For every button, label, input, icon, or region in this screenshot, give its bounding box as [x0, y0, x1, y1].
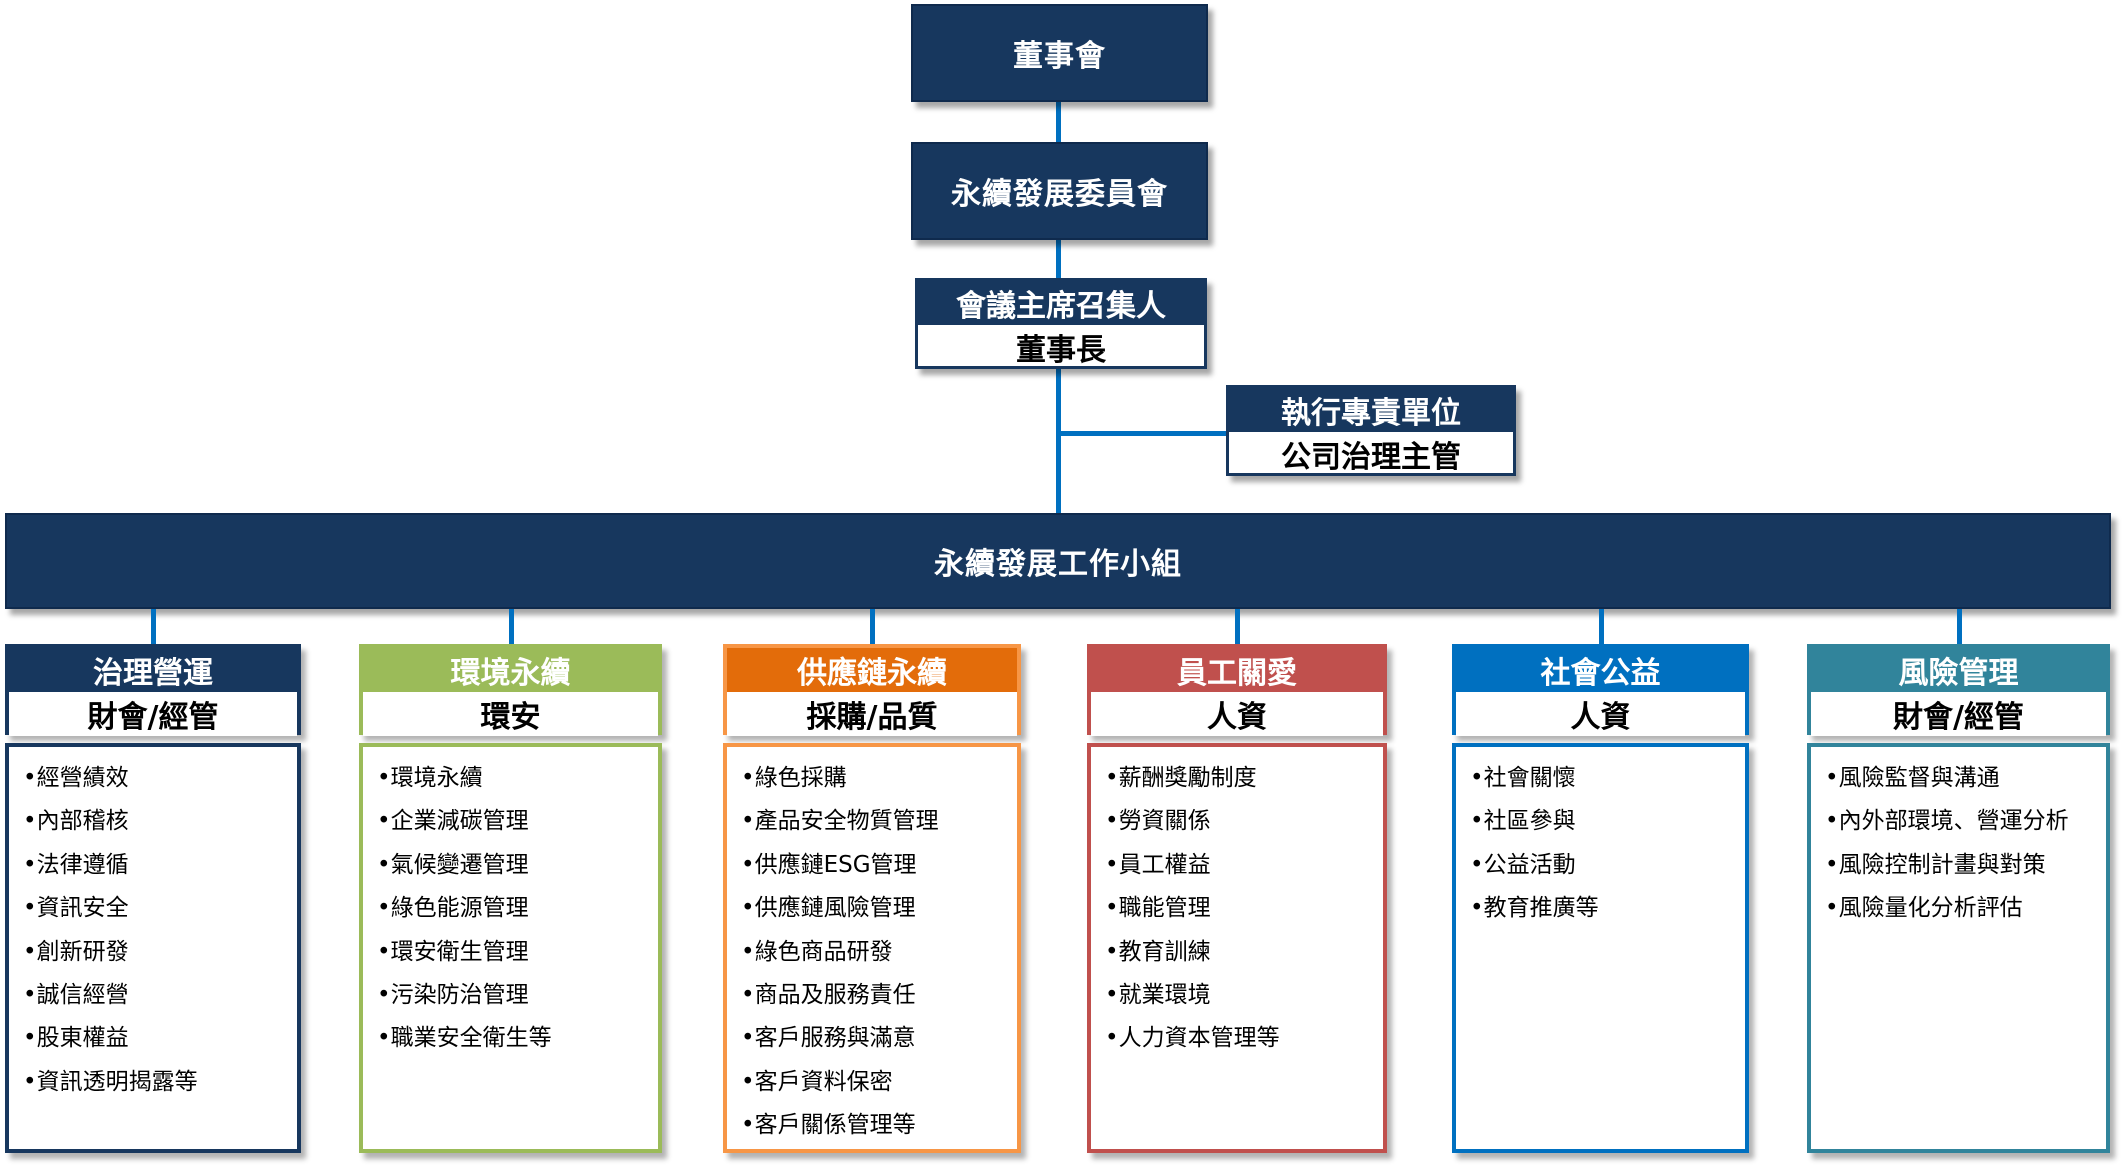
column-header: 員工關愛人資	[1087, 644, 1387, 736]
list-item: •社區參與	[1470, 808, 1576, 835]
list-item: •公益活動	[1470, 851, 1576, 878]
list-item: •企業減碳管理	[377, 808, 529, 835]
column-dept: 人資	[1456, 692, 1745, 736]
list-item: •教育推廣等	[1470, 895, 1599, 922]
connector-executive	[1059, 431, 1227, 436]
list-item: •法律遵循	[23, 851, 129, 878]
connector-column	[508, 609, 514, 645]
column-title: 環境永續	[363, 648, 658, 692]
column-body: •薪酬獎勵制度 •勞資關係 •員工權益 •職能管理 •教育訓練 •就業環境 •人力資本管理等	[1087, 743, 1387, 1153]
connector-column	[1956, 609, 1962, 645]
column-header: 風險管理財會/經管	[1807, 644, 2110, 736]
convener-title: 會議主席召集人	[918, 281, 1204, 325]
list-item: •社會關懷	[1470, 765, 1576, 791]
board-box: 董事會	[911, 4, 1208, 102]
list-item: •員工權益	[1105, 851, 1211, 878]
executive-box: 執行專責單位 公司治理主管	[1226, 385, 1516, 476]
column-dept: 財會/經管	[9, 692, 297, 736]
column-dept: 人資	[1091, 692, 1383, 736]
list-item: •綠色採購	[741, 765, 847, 791]
column-body: •經營績效 •內部稽核 •法律遵循 •資訊安全 •創新研發 •誠信經營 •股東權益 •資訊透明…	[5, 743, 301, 1153]
list-item: •供應鏈風險管理	[741, 895, 916, 922]
column-title: 治理營運	[9, 648, 297, 692]
list-item: •創新研發	[23, 938, 129, 965]
column-title: 員工關愛	[1091, 648, 1383, 692]
column-header: 社會公益人資	[1452, 644, 1749, 736]
list-item: •風險監督與溝通	[1825, 765, 2000, 791]
column-body: •風險監督與溝通 •內外部環境、營運分析 •風險控制計畫與對策 •風險量化分析評估	[1807, 743, 2110, 1153]
list-item: •人力資本管理等	[1105, 1025, 1280, 1052]
list-item: •氣候變遷管理	[377, 851, 529, 878]
column-body: •社會關懷 •社區參與 •公益活動 •教育推廣等	[1452, 743, 1749, 1153]
list-item: •資訊安全	[23, 895, 129, 922]
list-item: •職業安全衛生等	[377, 1025, 552, 1052]
convener-person: 董事長	[1016, 333, 1106, 368]
list-item: •就業環境	[1105, 981, 1211, 1008]
connector-column	[1598, 609, 1604, 645]
list-item: •薪酬獎勵制度	[1105, 765, 1257, 791]
column-dept: 採購/品質	[727, 692, 1017, 736]
connector-column	[870, 609, 875, 645]
executive-title: 執行專責單位	[1229, 388, 1513, 432]
list-item: •污染防治管理	[377, 981, 529, 1008]
column-header: 供應鏈永續採購/品質	[723, 644, 1021, 736]
convener-box: 會議主席召集人 董事長	[915, 278, 1207, 369]
list-item: •客戶關係管理等	[741, 1112, 916, 1139]
connector-column	[1235, 609, 1240, 645]
column-body: •環境永續 •企業減碳管理 •氣候變遷管理 •綠色能源管理 •環安衛生管理 •污染防治管理…	[359, 743, 662, 1153]
list-item: •客戶資料保密	[741, 1068, 893, 1095]
list-item: •內部稽核	[23, 808, 129, 835]
list-item: •勞資關係	[1105, 808, 1211, 835]
column-header: 環境永續環安	[359, 644, 662, 736]
list-item: •綠色商品研發	[741, 938, 893, 965]
column-dept: 環安	[363, 692, 658, 736]
list-item: •環安衛生管理	[377, 938, 529, 965]
list-item: •環境永續	[377, 765, 483, 791]
list-item: •教育訓練	[1105, 938, 1211, 965]
connector-column	[151, 609, 156, 645]
column-header: 治理營運財會/經管	[5, 644, 301, 736]
list-item: •資訊透明揭露等	[23, 1068, 198, 1095]
list-item: •產品安全物質管理	[741, 808, 939, 835]
column-title: 風險管理	[1811, 648, 2106, 692]
column-title: 社會公益	[1456, 648, 1745, 692]
list-item: •風險量化分析評估	[1825, 895, 2023, 922]
list-item: •綠色能源管理	[377, 895, 529, 922]
list-item: •職能管理	[1105, 895, 1211, 922]
committee-box: 永續發展委員會	[911, 142, 1208, 240]
working-group-bar: 永續發展工作小組	[5, 513, 2111, 609]
list-item: •股東權益	[23, 1025, 129, 1052]
list-item: •經營績效	[23, 765, 129, 791]
column-title: 供應鏈永續	[727, 648, 1017, 692]
executive-person: 公司治理主管	[1281, 440, 1461, 475]
list-item: •誠信經營	[23, 981, 129, 1008]
column-dept: 財會/經管	[1811, 692, 2106, 736]
list-item: •商品及服務責任	[741, 981, 916, 1008]
list-item: •客戶服務與滿意	[741, 1025, 916, 1052]
list-item: •供應鏈ESG管理	[741, 851, 917, 878]
column-body: •綠色採購 •產品安全物質管理 •供應鏈ESG管理 •供應鏈風險管理 •綠色商品研發 •商…	[723, 743, 1021, 1153]
list-item: •內外部環境、營運分析	[1825, 808, 2069, 835]
list-item: •風險控制計畫與對策	[1825, 851, 2046, 878]
